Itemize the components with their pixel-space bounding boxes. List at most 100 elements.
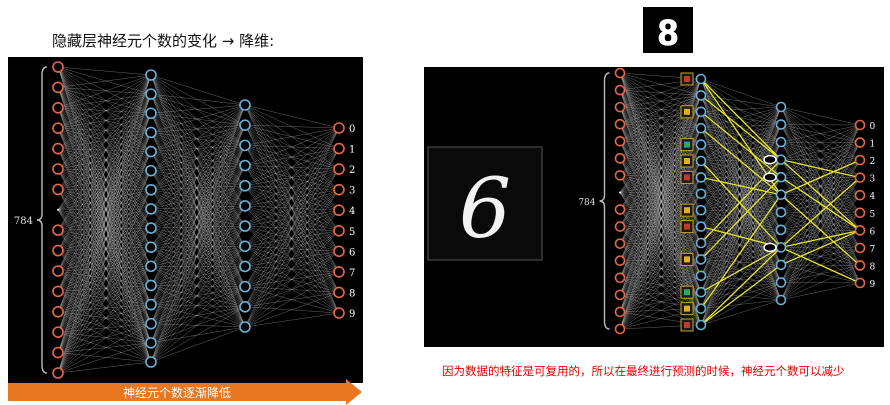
connection-line <box>700 229 782 293</box>
connection-line <box>244 127 340 146</box>
connection-line <box>57 170 152 333</box>
output-node <box>333 307 345 319</box>
connection-line <box>619 275 702 278</box>
connection-line <box>700 212 782 276</box>
connection-line <box>150 125 246 229</box>
connection-line <box>57 189 152 248</box>
connection-line <box>57 148 152 324</box>
connection-line <box>700 242 782 301</box>
input-node <box>52 346 64 359</box>
connection-line <box>619 78 702 176</box>
connection-line <box>150 132 246 227</box>
connection-line <box>150 246 246 248</box>
connection-line <box>57 94 152 210</box>
hidden2-node <box>775 224 787 236</box>
hidden1-node <box>695 139 707 150</box>
connection-line <box>57 113 152 149</box>
hidden1-node <box>145 260 157 273</box>
connection-line <box>57 128 152 229</box>
connection-line <box>700 141 782 145</box>
connection-line <box>57 230 152 248</box>
connection-line <box>150 285 246 287</box>
connection-line <box>57 266 152 353</box>
highlight-connection <box>700 246 782 293</box>
feature-thumb-fill <box>684 158 690 164</box>
output-node <box>333 122 345 134</box>
connection-line <box>619 72 702 227</box>
connection-line <box>619 226 702 313</box>
connection-line <box>57 132 152 210</box>
connection-line <box>57 148 152 248</box>
connection-line <box>150 185 246 190</box>
connection-line <box>150 208 246 247</box>
connection-line <box>57 168 152 286</box>
hidden2-node <box>775 154 787 165</box>
connection-line <box>619 175 702 326</box>
connection-line <box>57 170 152 353</box>
feature-thumb-fill <box>684 174 690 181</box>
connection-line <box>57 94 152 312</box>
connection-line <box>57 170 152 272</box>
connection-line <box>150 189 246 287</box>
connection-line <box>150 189 246 328</box>
connection-line <box>150 170 246 328</box>
connection-line <box>700 259 782 301</box>
connection-line <box>57 113 152 210</box>
highlight-connection <box>780 159 861 179</box>
connection-line <box>619 193 702 227</box>
connection-line <box>700 95 782 301</box>
connection-line <box>150 286 246 344</box>
connection-line <box>57 128 152 190</box>
connection-line <box>57 148 152 286</box>
connection-line <box>57 74 152 251</box>
connection-line <box>57 189 152 267</box>
connection-line <box>150 227 246 247</box>
connection-line <box>150 132 246 146</box>
connection-line <box>150 165 246 286</box>
connection-line <box>244 185 340 252</box>
highlight-connection <box>780 159 861 231</box>
connection-line <box>57 151 152 190</box>
highlight-connection <box>780 194 861 266</box>
connection-line <box>150 266 246 324</box>
output-node <box>333 286 345 299</box>
connection-line <box>619 275 702 296</box>
connection-line <box>57 266 152 272</box>
connection-line <box>150 246 246 343</box>
digit-sample-box: 6 <box>427 146 543 261</box>
connection-line <box>150 185 246 210</box>
connection-line <box>619 124 702 178</box>
connection-line <box>150 145 246 305</box>
feature-thumbnail <box>680 285 694 299</box>
connection-line <box>700 193 782 213</box>
page-title: 隐藏层神经元个数的变化 → 降维: <box>52 32 275 50</box>
hidden1-node <box>145 184 157 196</box>
connection-line <box>619 158 702 260</box>
input-node <box>614 289 626 301</box>
connection-line <box>57 107 152 114</box>
connection-line <box>619 175 702 260</box>
connection-line <box>150 205 246 267</box>
connection-line <box>150 151 246 287</box>
connection-line <box>700 212 782 260</box>
connection-line <box>244 306 340 314</box>
connection-line <box>57 189 152 363</box>
connection-line <box>150 189 246 247</box>
connection-line <box>150 323 246 328</box>
connection-line <box>150 145 246 343</box>
connection-line <box>57 291 152 344</box>
connection-line <box>57 87 152 363</box>
connection-line <box>57 148 152 305</box>
hidden1-node <box>695 155 707 167</box>
output-label: 8 <box>870 262 876 272</box>
connection-line <box>780 282 861 301</box>
connection-line <box>57 270 152 305</box>
connection-line <box>150 185 246 286</box>
output-label: 0 <box>870 122 876 132</box>
connection-line <box>619 111 702 193</box>
input-node <box>52 244 64 257</box>
connection-line <box>619 128 702 176</box>
feature-thumb-fill <box>684 305 690 312</box>
output-node <box>854 172 866 183</box>
connection-line <box>150 145 246 171</box>
